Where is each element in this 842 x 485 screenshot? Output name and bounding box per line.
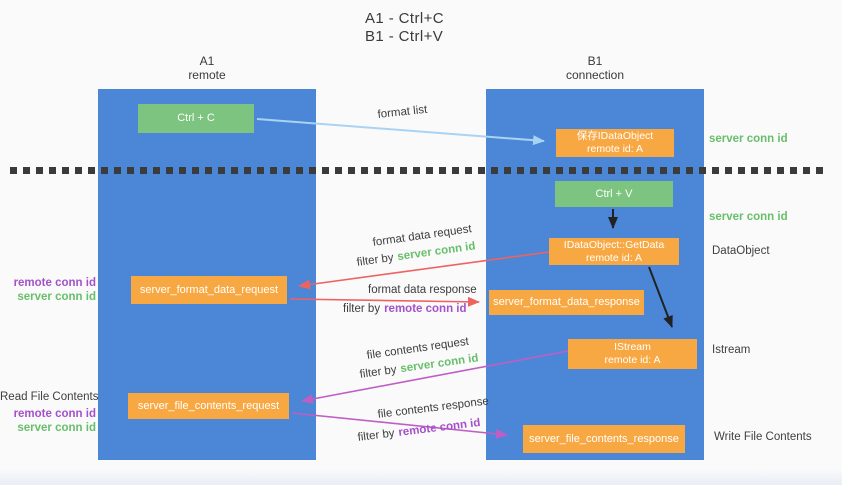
node-server-file-contents-request: server_file_contents_request <box>128 393 289 419</box>
filter-by-text: filter by <box>357 427 396 444</box>
annotation-server-conn-id-left-top: server conn id <box>17 291 96 303</box>
flow-label-format-list: format list <box>377 103 428 121</box>
node-idataobject-getdata-line1: IDataObject::GetData <box>563 238 665 251</box>
annotation-write-file-contents: Write File Contents <box>714 431 812 443</box>
lane-a1-subtitle: remote <box>188 68 226 82</box>
annotation-server-conn-id-mid: server conn id <box>709 211 788 223</box>
node-ctrl-c: Ctrl + C <box>138 104 254 133</box>
filter-by-text: filter by <box>343 303 381 315</box>
node-idataobject-getdata-line2: remote id: A <box>585 251 643 264</box>
node-save-idataobject: 保存IDataObject remote id: A <box>556 129 674 157</box>
node-server-file-contents-request-label: server_file_contents_request <box>137 399 280 412</box>
lane-a1-name: A1 <box>199 54 215 68</box>
node-istream: IStream remote id: A <box>568 339 697 369</box>
title-line-a1: A1 - Ctrl+C <box>365 10 444 27</box>
arrow-format-data-response <box>289 296 480 307</box>
lane-header-a1: A1 remote <box>98 54 316 82</box>
filter-server-conn-id: server conn id <box>399 352 480 376</box>
node-save-idataobject-line1: 保存IDataObject <box>576 130 654 142</box>
diagram-title: A1 - Ctrl+C B1 - Ctrl+V <box>365 10 444 46</box>
filter-remote-conn-id: remote conn id <box>397 416 482 439</box>
node-idataobject-getdata: IDataObject::GetData remote id: A <box>549 238 679 265</box>
lane-b1-name: B1 <box>587 54 603 68</box>
window-bottom-edge <box>0 469 842 485</box>
annotation-remote-conn-id-bottom: remote conn id <box>13 408 96 420</box>
annotation-read-file-contents: Read File Contents <box>0 391 99 403</box>
node-istream-line2: remote id: A <box>604 354 661 366</box>
annotation-istream: Istream <box>712 344 751 356</box>
flow-label-format-data-response: format data response <box>368 284 477 296</box>
filter-by-text: filter by <box>359 363 398 381</box>
node-save-idataobject-line2: remote id: A <box>586 143 644 155</box>
title-line-b1: B1 - Ctrl+V <box>365 28 444 45</box>
node-ctrl-v-label: Ctrl + V <box>595 187 633 200</box>
annotation-remote-conn-id-top: remote conn id <box>13 277 96 289</box>
node-server-format-data-response: server_format_data_response <box>489 290 644 315</box>
node-server-file-contents-response-label: server_file_contents_response <box>529 432 679 445</box>
filter-by-text: filter by <box>356 251 395 269</box>
node-ctrl-c-label: Ctrl + C <box>177 112 215 124</box>
annotation-server-conn-id-top: server conn id <box>709 133 788 145</box>
node-ctrl-v: Ctrl + V <box>555 181 673 207</box>
node-server-file-contents-response: server_file_contents_response <box>523 425 685 453</box>
lane-b1-subtitle: connection <box>565 68 625 82</box>
node-server-format-data-request-label: server_format_data_request <box>139 283 279 296</box>
annotation-dataobject: DataObject <box>712 245 770 257</box>
dashed-divider <box>10 167 824 174</box>
lane-header-b1: B1 connection <box>486 54 704 82</box>
annotation-server-conn-id-left-bottom: server conn id <box>17 422 96 434</box>
node-istream-line1: IStream <box>614 341 651 353</box>
node-server-format-data-request: server_format_data_request <box>131 276 287 304</box>
node-server-format-data-response-label: server_format_data_response <box>493 296 640 308</box>
filter-remote-conn-id: remote conn id <box>384 303 467 315</box>
